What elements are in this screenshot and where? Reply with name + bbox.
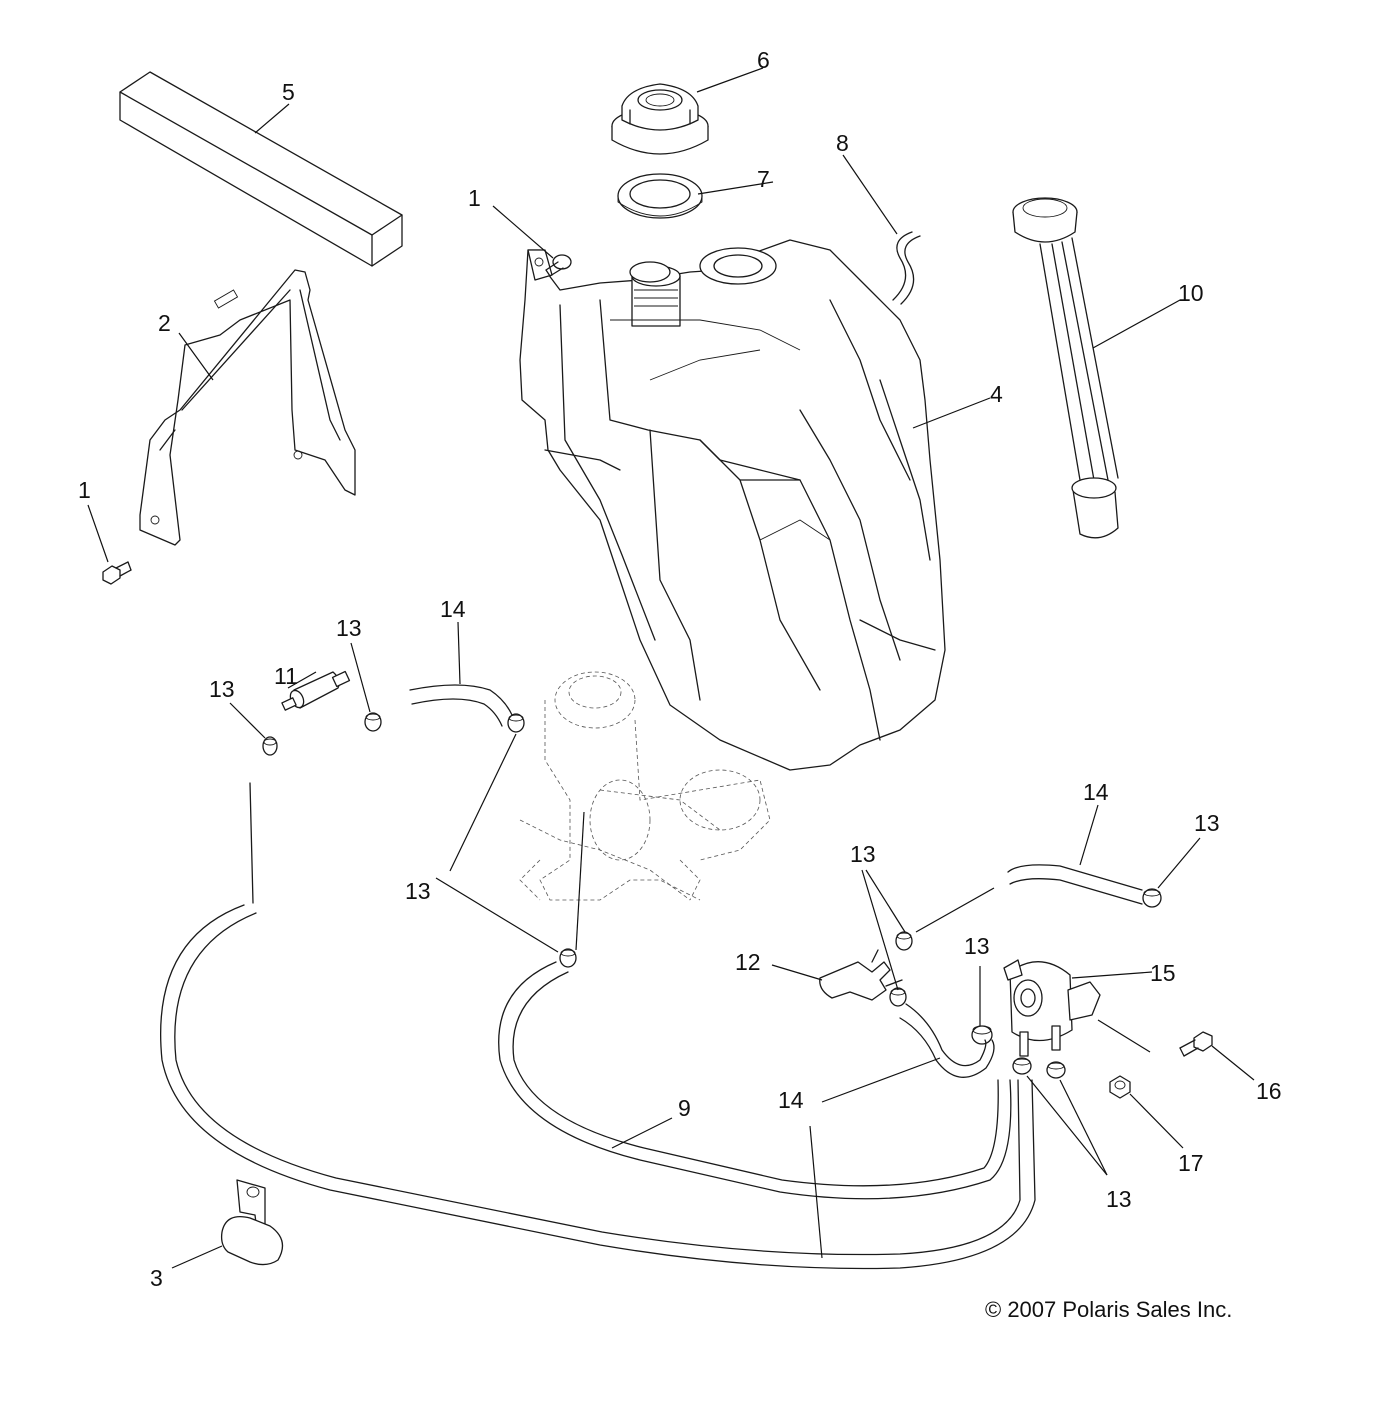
callout-8: 8 <box>836 130 849 156</box>
vent-hose <box>892 231 921 305</box>
fuel-line-14-right <box>899 864 1143 1078</box>
clamp-13-b <box>364 712 382 732</box>
callout-13-f: 13 <box>964 933 990 959</box>
fuel-line-14-lower <box>498 961 1012 1200</box>
callout-13-g: 13 <box>1106 1186 1132 1212</box>
clamp-13-c <box>507 713 525 733</box>
callout-14-right: 14 <box>1083 779 1109 805</box>
callout-9: 9 <box>678 1095 691 1121</box>
callout-14-lower: 14 <box>778 1087 804 1113</box>
callout-13-b: 13 <box>209 676 235 702</box>
callout-13-a: 13 <box>336 615 362 641</box>
bolt-lower <box>102 561 132 585</box>
clamp-13-i <box>1012 1057 1032 1075</box>
fuel-sender <box>1012 197 1119 539</box>
clamp-13-a <box>262 736 278 756</box>
fuel-pump <box>1003 959 1101 1057</box>
callout-7: 7 <box>757 166 770 192</box>
bolt-upper <box>545 254 572 277</box>
callout-labels: 5 6 7 8 1 10 2 4 1 14 13 11 13 14 13 13 … <box>78 47 1282 1291</box>
fuel-tank <box>519 239 946 771</box>
fuel-line-9 <box>160 904 1036 1270</box>
callout-3: 3 <box>150 1265 163 1291</box>
pump-bolt <box>1179 1031 1213 1057</box>
fuel-cap <box>611 83 709 155</box>
fuel-line-drop <box>249 782 254 904</box>
callout-12: 12 <box>735 949 761 975</box>
fuel-filter <box>281 670 351 711</box>
cap-gasket <box>617 173 703 219</box>
foam-block <box>119 71 403 267</box>
callout-4: 4 <box>990 381 1003 407</box>
callout-6: 6 <box>757 47 770 73</box>
hose-clip <box>220 1179 284 1266</box>
clamp-13-e <box>895 931 913 951</box>
callout-1-upper: 1 <box>468 185 481 211</box>
clamp-13-d <box>559 948 577 968</box>
callout-11: 11 <box>274 663 298 689</box>
pump-nut <box>1109 1075 1131 1099</box>
callout-13-d: 13 <box>850 841 876 867</box>
tank-bracket <box>139 269 356 546</box>
clamp-13-f <box>889 987 907 1007</box>
fuel-line-14-upper <box>409 684 513 727</box>
clamp-13-h <box>1142 888 1162 908</box>
callout-15: 15 <box>1150 960 1176 986</box>
leader-lines <box>87 67 1255 1269</box>
copyright-notice: © 2007 Polaris Sales Inc. <box>985 1297 1233 1322</box>
clamp-13-j <box>1046 1061 1066 1079</box>
carburetor-reference <box>519 671 771 951</box>
callout-1-lower: 1 <box>78 477 91 503</box>
tee-fitting <box>819 949 903 1001</box>
callout-13-e: 13 <box>405 878 431 904</box>
callout-5: 5 <box>282 79 295 105</box>
callout-17: 17 <box>1178 1150 1204 1176</box>
clamp-13-g <box>971 1025 993 1045</box>
callout-13-c: 13 <box>1194 810 1220 836</box>
callout-14-upper: 14 <box>440 596 466 622</box>
callout-16: 16 <box>1256 1078 1282 1104</box>
callout-10: 10 <box>1178 280 1204 306</box>
callout-2: 2 <box>158 310 171 336</box>
